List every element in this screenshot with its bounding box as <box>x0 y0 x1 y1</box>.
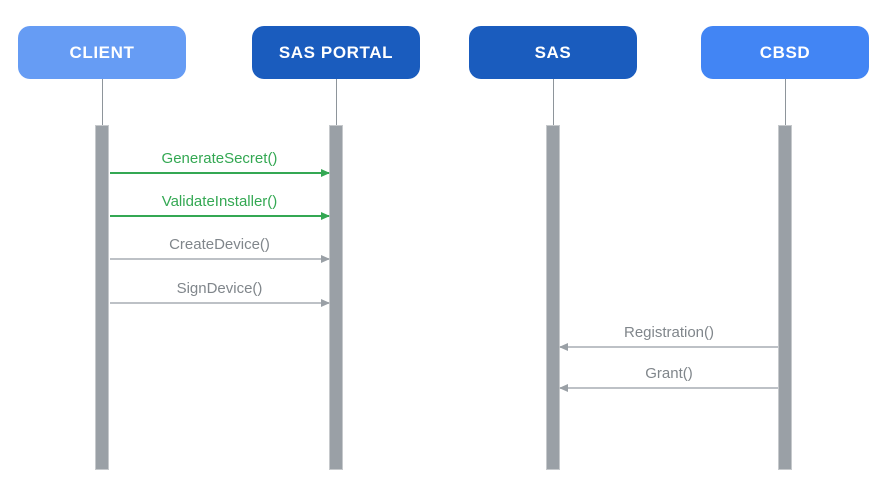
actor-box-sas-portal: SAS PORTAL <box>252 26 420 79</box>
message-arrow-line <box>559 343 778 351</box>
activation-bar-cbsd <box>778 125 792 470</box>
message-arrow-line <box>559 384 778 392</box>
actor-cbsd: CBSD <box>701 26 869 470</box>
activation-bar-sas-portal <box>329 125 343 470</box>
message-generate-secret: GenerateSecret() <box>110 150 330 177</box>
message-label: SignDevice() <box>176 280 263 297</box>
message-label: ValidateInstaller() <box>161 193 278 210</box>
actor-box-sas: SAS <box>469 26 637 79</box>
message-validate-installer: ValidateInstaller() <box>110 193 330 220</box>
message-arrow-line <box>110 212 330 220</box>
message-sign-device: SignDevice() <box>110 280 330 307</box>
arrowhead-left-icon <box>559 384 568 392</box>
arrowhead-right-icon <box>321 299 330 307</box>
lifeline-sas <box>552 79 554 125</box>
message-label: Registration() <box>623 324 715 341</box>
message-arrow-line <box>110 255 330 263</box>
message-arrow-line <box>110 169 330 177</box>
message-arrow-line <box>110 299 330 307</box>
arrowhead-right-icon <box>321 212 330 220</box>
actor-sas: SAS <box>469 26 637 470</box>
activation-bar-sas <box>546 125 560 470</box>
message-label: Grant() <box>645 365 693 382</box>
arrowhead-left-icon <box>559 343 568 351</box>
actor-client: CLIENT <box>18 26 186 470</box>
lifeline-sas-portal <box>335 79 337 125</box>
activation-bar-client <box>95 125 109 470</box>
message-registration: Registration() <box>559 324 778 351</box>
message-create-device: CreateDevice() <box>110 236 330 263</box>
message-grant: Grant() <box>559 365 778 392</box>
lifeline-client <box>101 79 103 125</box>
arrowhead-right-icon <box>321 169 330 177</box>
message-label: CreateDevice() <box>169 236 270 253</box>
actor-sas-portal: SAS PORTAL <box>252 26 420 470</box>
actor-box-cbsd: CBSD <box>701 26 869 79</box>
arrowhead-right-icon <box>321 255 330 263</box>
message-label: GenerateSecret() <box>161 150 278 167</box>
actor-box-client: CLIENT <box>18 26 186 79</box>
lifeline-cbsd <box>784 79 786 125</box>
